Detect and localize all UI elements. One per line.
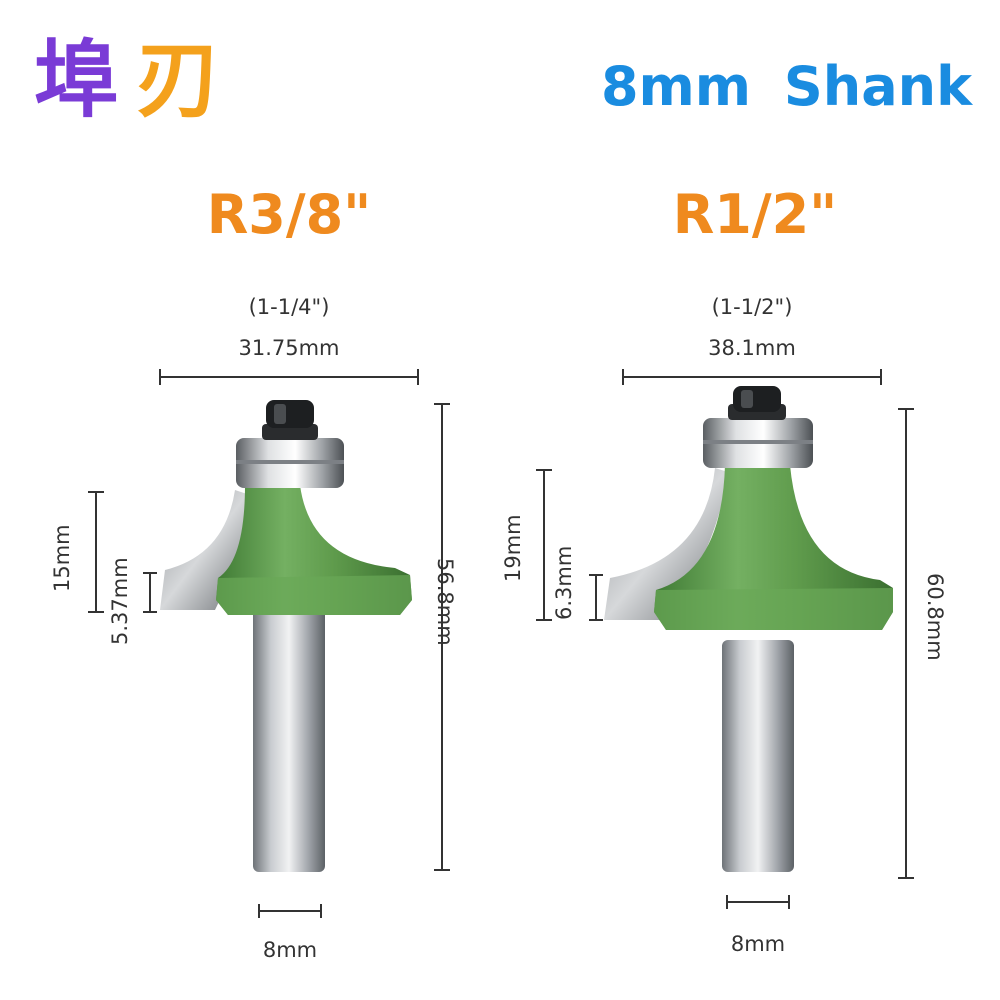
total-length-right: 60.8mm xyxy=(923,573,947,661)
shank-diameter-right: 8mm xyxy=(730,932,786,956)
width-mm-left: 31.75mm xyxy=(238,336,340,360)
total-length-left: 56.8mm xyxy=(433,558,457,646)
bottom-offset-right: 6.3mm xyxy=(552,545,576,620)
shank-diameter-left: 8mm xyxy=(262,938,318,962)
cutting-height-left: 15mm xyxy=(50,524,74,592)
model-label-right: R1/2" xyxy=(672,183,838,246)
logo-char-1: 埠 xyxy=(34,31,137,129)
model-label-left: R3/8" xyxy=(206,183,372,246)
logo-char-2: 刃 xyxy=(136,31,239,129)
width-inch-left: (1-1/4") xyxy=(248,295,330,319)
shank-size-label: 8mm Shank xyxy=(600,55,972,118)
bottom-offset-left: 5.37mm xyxy=(108,557,132,645)
router-bit-left xyxy=(160,400,412,872)
brand-logo: 埠刃 xyxy=(34,38,238,122)
dimension-lines xyxy=(88,369,914,918)
router-bit-right xyxy=(604,386,893,872)
width-inch-right: (1-1/2") xyxy=(711,295,793,319)
width-mm-right: 38.1mm xyxy=(708,336,796,360)
cutting-height-right: 19mm xyxy=(501,514,525,582)
